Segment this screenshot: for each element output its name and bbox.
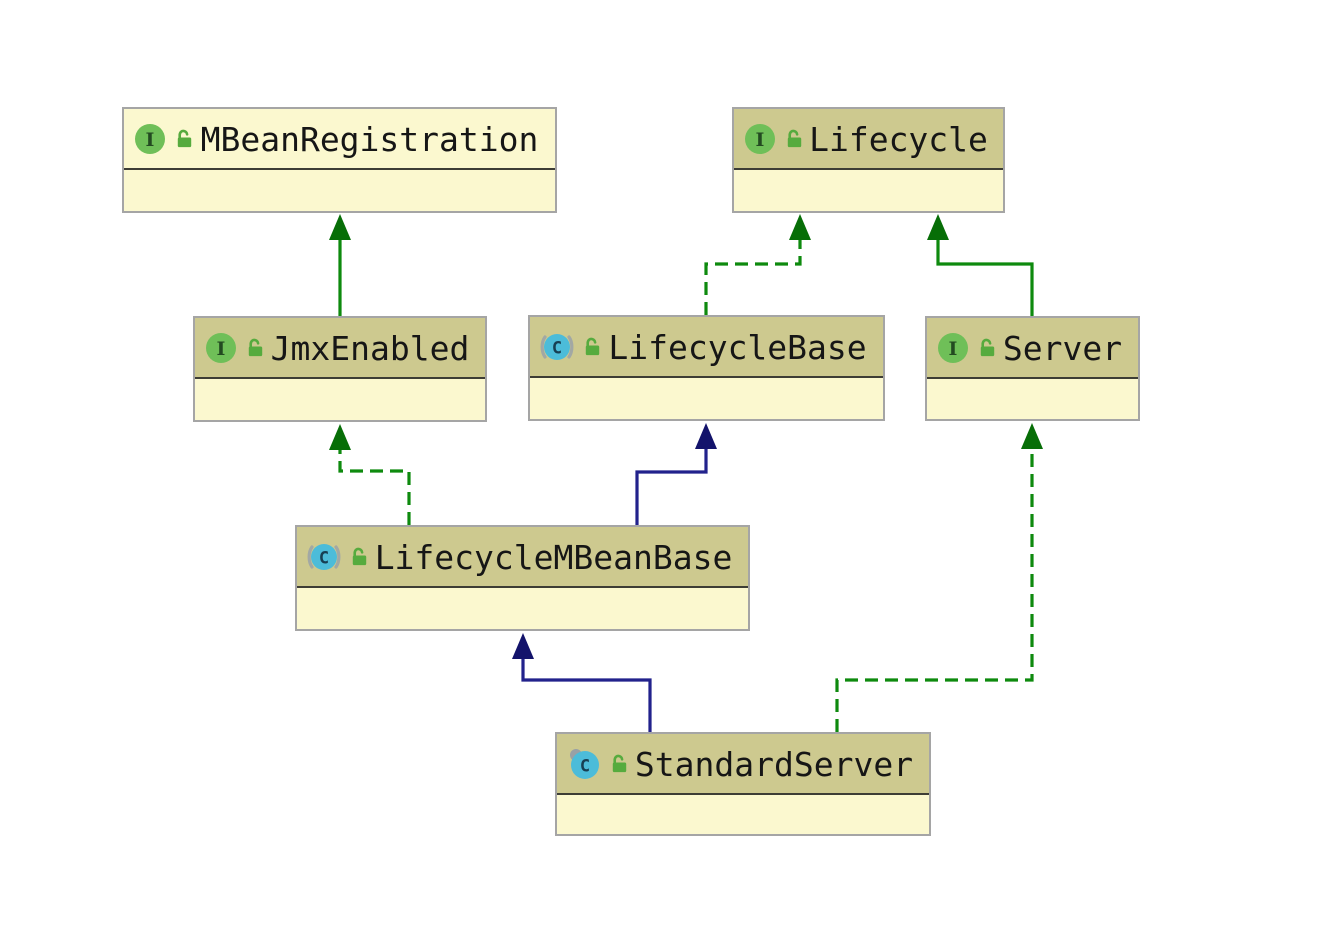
class-icon: C bbox=[570, 748, 599, 779]
icon-cluster: C bbox=[540, 331, 604, 363]
node-label: JmxEnabled bbox=[270, 328, 470, 368]
node-body bbox=[557, 795, 929, 834]
unlocked-padlock-icon bbox=[787, 129, 802, 148]
node-label: Lifecycle bbox=[809, 119, 988, 159]
node-header: C LifecycleBase bbox=[530, 317, 883, 378]
unlocked-padlock-icon bbox=[585, 337, 600, 356]
edge-lifecyclembeanbase-extends-lifecyclebase[interactable] bbox=[635, 423, 717, 525]
unlocked-padlock-icon bbox=[177, 129, 192, 148]
interface-icon: I bbox=[938, 332, 968, 363]
class-node-jmxenabled[interactable]: I JmxEnabled bbox=[193, 316, 487, 422]
edge-lifecyclebase-implements-lifecycle[interactable] bbox=[704, 214, 811, 315]
unlocked-padlock-icon bbox=[612, 754, 627, 773]
class-node-standardserver[interactable]: C StandardServer bbox=[555, 732, 931, 836]
node-header: I Server bbox=[927, 318, 1138, 379]
node-header: C StandardServer bbox=[557, 734, 929, 795]
abstract-class-icon: C bbox=[307, 543, 341, 570]
edge-server-extends-lifecycle[interactable] bbox=[927, 214, 1034, 316]
node-body bbox=[530, 378, 883, 419]
icon-cluster: I bbox=[937, 332, 999, 364]
class-node-lifecycle[interactable]: I Lifecycle bbox=[732, 107, 1005, 213]
node-label: StandardServer bbox=[634, 744, 914, 784]
icon-cluster: I bbox=[134, 123, 196, 155]
interface-icon: I bbox=[206, 332, 236, 363]
node-header: I Lifecycle bbox=[734, 109, 1003, 170]
class-node-lifecyclembeanbase[interactable]: C LifecycleMBeanBase bbox=[295, 525, 750, 631]
node-body bbox=[124, 170, 555, 211]
svg-text:I: I bbox=[146, 129, 155, 151]
unlocked-padlock-icon bbox=[352, 547, 367, 566]
node-header: C LifecycleMBeanBase bbox=[297, 527, 748, 588]
node-header: I MBeanRegistration bbox=[124, 109, 555, 170]
edge-lifecyclembeanbase-implements-jmxenabled[interactable] bbox=[329, 424, 411, 525]
node-label: LifecycleMBeanBase bbox=[374, 537, 733, 577]
icon-cluster: I bbox=[205, 332, 267, 364]
node-label: Server bbox=[1002, 328, 1123, 368]
unlocked-padlock-icon bbox=[980, 338, 995, 357]
interface-icon: I bbox=[135, 123, 165, 154]
node-body bbox=[927, 379, 1138, 419]
interface-icon: I bbox=[745, 123, 775, 154]
node-label: LifecycleBase bbox=[608, 327, 867, 367]
node-label: MBeanRegistration bbox=[200, 119, 539, 159]
edge-jmxenabled-extends-mbeanregistration[interactable] bbox=[329, 214, 351, 316]
svg-text:I: I bbox=[756, 129, 765, 151]
node-header: I JmxEnabled bbox=[195, 318, 485, 379]
icon-cluster: C bbox=[567, 747, 631, 781]
svg-text:I: I bbox=[217, 338, 226, 360]
class-node-lifecyclebase[interactable]: C LifecycleBase bbox=[528, 315, 885, 421]
icon-cluster: I bbox=[744, 123, 806, 155]
class-node-server[interactable]: I Server bbox=[925, 316, 1140, 421]
node-body bbox=[297, 588, 748, 629]
node-body bbox=[734, 170, 1003, 211]
abstract-class-icon: C bbox=[540, 333, 574, 360]
edge-standardserver-extends-lifecyclembeanbase[interactable] bbox=[512, 633, 652, 732]
edge-standardserver-implements-server[interactable] bbox=[835, 423, 1043, 732]
class-node-mbeanregistration[interactable]: I MBeanRegistration bbox=[122, 107, 557, 213]
svg-text:C: C bbox=[580, 756, 590, 776]
svg-text:C: C bbox=[319, 548, 329, 568]
svg-text:C: C bbox=[552, 338, 562, 358]
node-body bbox=[195, 379, 485, 420]
unlocked-padlock-icon bbox=[248, 338, 263, 357]
icon-cluster: C bbox=[307, 541, 371, 573]
svg-text:I: I bbox=[949, 338, 958, 360]
